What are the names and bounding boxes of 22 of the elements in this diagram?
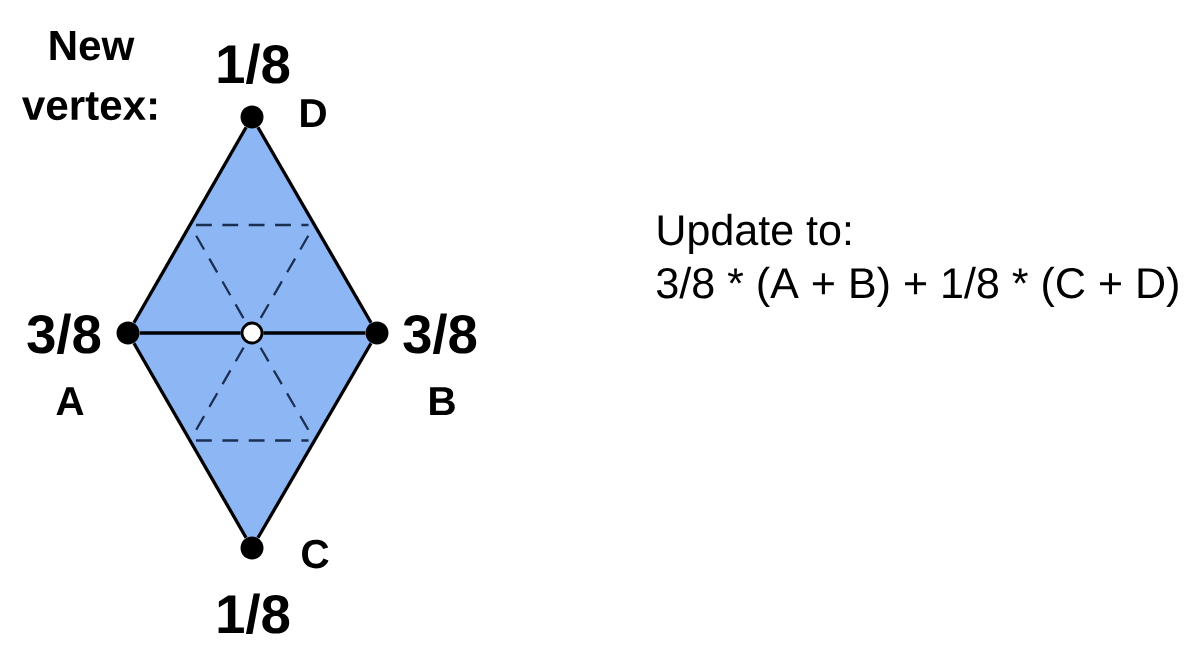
- vertex-label: B: [430, 387, 455, 415]
- vertex-dot: [240, 105, 264, 129]
- line: [139, 331, 241, 335]
- vertex-label: D: [301, 99, 326, 127]
- weight-label: 3/8: [403, 313, 477, 355]
- weight-label: 1/8: [218, 593, 290, 635]
- line: [132, 126, 248, 324]
- vertex-dot: [365, 321, 389, 345]
- vertex-label: C: [302, 539, 329, 569]
- vertex-label: A: [56, 387, 84, 415]
- line: [256, 126, 373, 324]
- weight-label: 3/8: [27, 313, 101, 355]
- hollow-vertex-dot: [240, 321, 264, 345]
- vertex-dot: [116, 321, 140, 345]
- text-line: 3/8 * (A + B) + 1/8 * (C + D): [657, 266, 1178, 307]
- line: [132, 342, 248, 539]
- vertex-dot: [240, 536, 264, 560]
- heading: New vertex:: [22, 31, 157, 121]
- line: [256, 342, 373, 539]
- weight-label: 1/8: [218, 43, 290, 85]
- text-line: Update to:: [658, 213, 850, 254]
- line: [263, 331, 366, 335]
